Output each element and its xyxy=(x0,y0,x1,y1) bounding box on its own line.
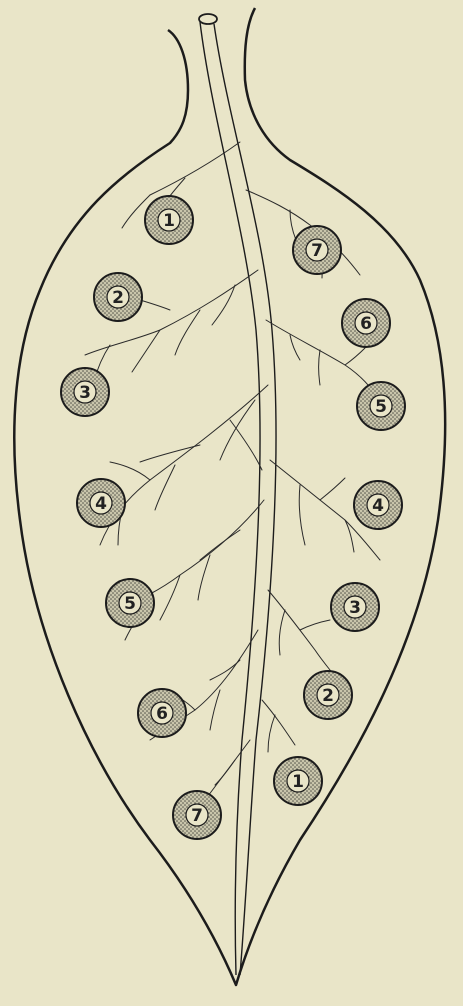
disc-label: 5 xyxy=(124,594,136,614)
disc-right-2: 6 xyxy=(342,299,390,347)
disc-right-5: 3 xyxy=(331,583,379,631)
disc-label: 4 xyxy=(95,494,107,514)
disc-left-7: 7 xyxy=(173,791,221,839)
disc-left-1: 1 xyxy=(145,196,193,244)
disc-right-4: 4 xyxy=(354,481,402,529)
disc-label: 2 xyxy=(112,288,124,308)
disc-label: 1 xyxy=(163,211,175,231)
disc-left-2: 2 xyxy=(94,273,142,321)
disc-left-5: 5 xyxy=(106,579,154,627)
disc-right-7: 1 xyxy=(274,757,322,805)
disc-label: 3 xyxy=(79,383,91,403)
disc-label: 7 xyxy=(191,806,203,826)
disc-right-1: 7 xyxy=(293,226,341,274)
disc-left-3: 3 xyxy=(61,368,109,416)
disc-label: 7 xyxy=(311,241,323,261)
stem-loop xyxy=(199,14,217,24)
disc-label: 3 xyxy=(349,598,361,618)
disc-label: 6 xyxy=(360,314,372,334)
disc-right-6: 2 xyxy=(304,671,352,719)
disc-label: 2 xyxy=(322,686,334,706)
disc-label: 6 xyxy=(156,704,168,724)
disc-group: 1 2 3 4 5 6 7 7 6 5 4 3 2 1 xyxy=(61,196,405,839)
disc-left-4: 4 xyxy=(77,479,125,527)
disc-label: 4 xyxy=(372,496,384,516)
disc-right-3: 5 xyxy=(357,382,405,430)
disc-label: 1 xyxy=(292,772,304,792)
disc-label: 5 xyxy=(375,397,387,417)
disc-left-6: 6 xyxy=(138,689,186,737)
